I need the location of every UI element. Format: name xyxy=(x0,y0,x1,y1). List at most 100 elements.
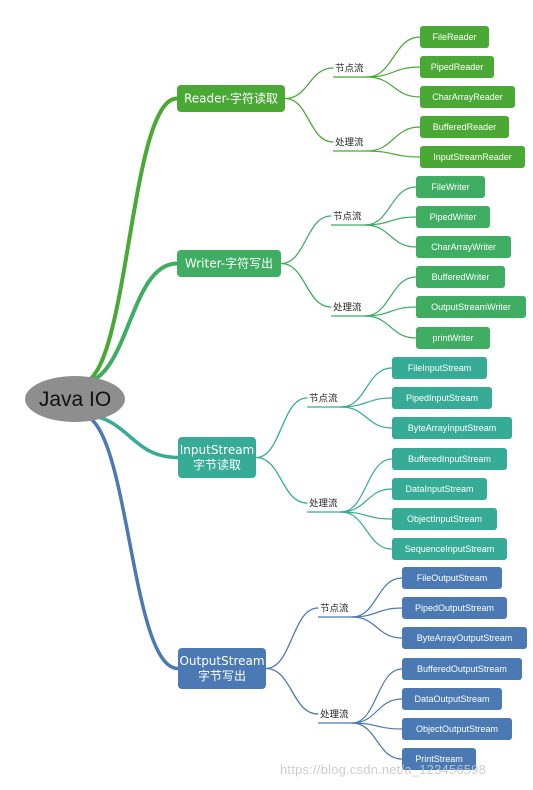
leaf-label: BufferedReader xyxy=(433,122,496,132)
leaf-box xyxy=(392,448,507,470)
leaf-node-print-stream[interactable]: PrintStream xyxy=(402,748,476,770)
leaf-box xyxy=(402,627,527,649)
leaf-label: DataInputStream xyxy=(405,484,473,494)
connector-leaf-piped-output-stream xyxy=(351,607,403,618)
connector-leaf-byte-array-output-stream xyxy=(351,616,403,639)
leaf-node-file-input-stream[interactable]: FileInputStream xyxy=(392,357,487,379)
group-label: 处理流 xyxy=(320,709,349,721)
leaf-node-buffered-input-stream[interactable]: BufferedInputStream xyxy=(392,448,507,470)
group-processing-stream-input-stream[interactable]: 处理流 xyxy=(307,498,341,513)
connector-node-stream-input-stream xyxy=(255,397,308,459)
leaf-label: CharArrayWriter xyxy=(431,242,496,252)
connector-leaf-sequence-input-stream xyxy=(340,511,393,550)
leaf-label: printWriter xyxy=(432,333,473,343)
category-box xyxy=(177,250,281,277)
leaf-node-piped-reader[interactable]: PipedReader xyxy=(420,56,494,78)
group-node-stream-output-stream[interactable]: 节点流 xyxy=(318,603,352,618)
leaf-node-sequence-input-stream[interactable]: SequenceInputStream xyxy=(392,538,507,560)
connector-leaf-buffered-writer xyxy=(364,276,417,317)
category-label: 字节读取 xyxy=(193,457,241,472)
connector-leaf-buffered-output-stream xyxy=(351,668,403,724)
leaf-node-input-stream-reader[interactable]: InputStreamReader xyxy=(420,146,525,168)
nodes: Reader-字符读取节点流FileReaderPipedReaderCharA… xyxy=(25,26,527,770)
connector-leaf-file-input-stream xyxy=(340,367,393,408)
group-node-stream-reader[interactable]: 节点流 xyxy=(333,63,367,78)
category-node-writer[interactable]: Writer-字符写出 xyxy=(177,250,281,277)
connector-leaf-data-output-stream xyxy=(351,698,403,724)
leaf-box xyxy=(420,116,509,138)
connector-processing-stream-output-stream xyxy=(265,667,319,715)
group-label: 节点流 xyxy=(335,63,364,75)
connector-root-reader xyxy=(79,96,179,385)
group-node-stream-input-stream[interactable]: 节点流 xyxy=(307,393,341,408)
connectors xyxy=(79,36,421,760)
leaf-label: InputStreamReader xyxy=(433,152,512,162)
group-label: 处理流 xyxy=(333,302,362,314)
connector-processing-stream-writer xyxy=(280,262,332,308)
connector-leaf-buffered-input-stream xyxy=(340,458,393,513)
leaf-node-piped-input-stream[interactable]: PipedInputStream xyxy=(392,387,492,409)
leaf-box xyxy=(416,206,490,228)
group-node-stream-writer[interactable]: 节点流 xyxy=(331,211,365,226)
leaf-box xyxy=(420,86,515,108)
root-node[interactable]: Java IO xyxy=(25,376,125,422)
connector-leaf-piped-writer xyxy=(364,216,417,226)
leaf-label: ByteArrayOutputStream xyxy=(417,633,513,643)
connector-leaf-data-input-stream xyxy=(340,488,393,513)
connector-leaf-file-writer xyxy=(364,186,417,226)
category-label: Writer-字符写出 xyxy=(185,256,273,271)
leaf-label: PipedOutputStream xyxy=(415,603,494,613)
leaf-label: FileWriter xyxy=(431,182,469,192)
leaf-node-char-array-reader[interactable]: CharArrayReader xyxy=(420,86,515,108)
leaf-node-output-stream-writer[interactable]: OutputStreamWriter xyxy=(416,296,526,318)
leaf-box xyxy=(402,597,507,619)
category-label: OutputStream xyxy=(179,654,264,668)
leaf-node-buffered-output-stream[interactable]: BufferedOutputStream xyxy=(402,658,522,680)
connector-leaf-piped-input-stream xyxy=(340,397,393,408)
root-label: Java IO xyxy=(39,388,111,411)
group-label: 处理流 xyxy=(335,137,364,149)
leaf-node-print-writer[interactable]: printWriter xyxy=(416,327,490,349)
leaf-box xyxy=(402,748,476,770)
connector-node-stream-output-stream xyxy=(265,607,319,670)
leaf-node-data-output-stream[interactable]: DataOutputStream xyxy=(402,688,502,710)
leaf-node-piped-writer[interactable]: PipedWriter xyxy=(416,206,490,228)
leaf-node-buffered-writer[interactable]: BufferedWriter xyxy=(416,266,505,288)
leaf-node-char-array-writer[interactable]: CharArrayWriter xyxy=(416,236,511,258)
group-processing-stream-output-stream[interactable]: 处理流 xyxy=(318,709,352,724)
category-node-reader[interactable]: Reader-字符读取 xyxy=(177,85,285,112)
leaf-node-file-reader[interactable]: FileReader xyxy=(420,26,489,48)
leaf-box xyxy=(420,56,494,78)
connector-leaf-char-array-reader xyxy=(366,76,421,98)
leaf-node-object-output-stream[interactable]: ObjectOutputStream xyxy=(402,718,512,740)
leaf-node-file-output-stream[interactable]: FileOutputStream xyxy=(402,567,502,589)
connector-leaf-char-array-writer xyxy=(364,224,417,248)
leaf-node-buffered-reader[interactable]: BufferedReader xyxy=(420,116,509,138)
leaf-node-object-input-stream[interactable]: ObjectInputStream xyxy=(392,508,497,530)
category-box xyxy=(178,437,256,478)
leaf-box xyxy=(402,718,512,740)
leaf-node-file-writer[interactable]: FileWriter xyxy=(416,176,485,198)
connector-processing-stream-input-stream xyxy=(255,456,308,504)
connector-root-writer xyxy=(79,261,179,385)
leaf-label: CharArrayReader xyxy=(432,92,503,102)
leaf-node-byte-array-input-stream[interactable]: ByteArrayInputStream xyxy=(392,417,512,439)
connector-leaf-file-output-stream xyxy=(351,577,403,618)
leaf-node-byte-array-output-stream[interactable]: ByteArrayOutputStream xyxy=(402,627,527,649)
group-label: 处理流 xyxy=(309,498,338,510)
leaf-label: BufferedWriter xyxy=(432,272,490,282)
leaf-box xyxy=(416,266,505,288)
connector-leaf-file-reader xyxy=(366,36,421,78)
connector-node-stream-reader xyxy=(284,67,334,100)
leaf-node-data-input-stream[interactable]: DataInputStream xyxy=(392,478,487,500)
group-processing-stream-reader[interactable]: 处理流 xyxy=(333,137,367,152)
leaf-box xyxy=(392,478,487,500)
connector-node-stream-writer xyxy=(280,215,332,265)
leaf-node-piped-output-stream[interactable]: PipedOutputStream xyxy=(402,597,507,619)
category-label: Reader-字符读取 xyxy=(184,91,278,106)
category-box xyxy=(177,85,285,112)
group-processing-stream-writer[interactable]: 处理流 xyxy=(331,302,365,317)
